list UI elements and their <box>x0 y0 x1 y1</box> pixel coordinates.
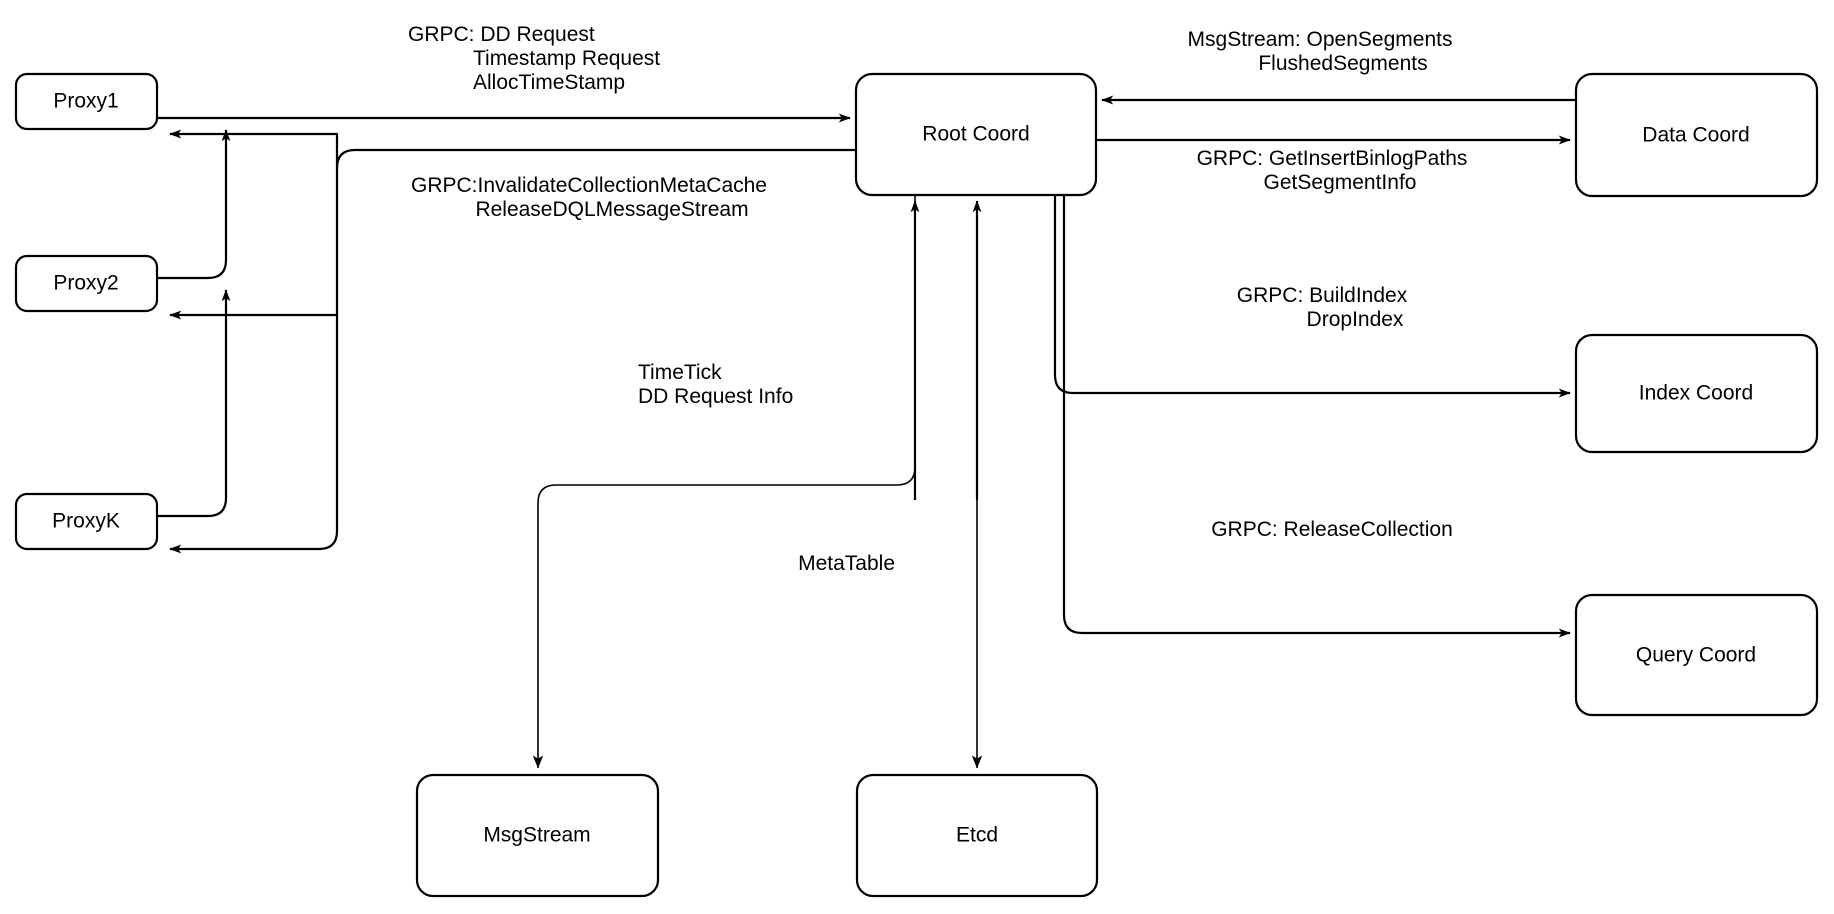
edge-label-datacoord-to-rootcoord: MsgStream: OpenSegments FlushedSegments <box>1188 28 1453 75</box>
node-proxy1[interactable]: Proxy1 <box>14 72 159 131</box>
node-data-coord-label: Data Coord <box>1642 124 1749 147</box>
node-proxyk[interactable]: ProxyK <box>14 492 159 551</box>
node-data-coord[interactable]: Data Coord <box>1574 72 1819 198</box>
node-proxy2-label: Proxy2 <box>53 272 118 295</box>
edge-label-rootcoord-to-proxies: GRPC:InvalidateCollectionMetaCache Relea… <box>411 174 767 221</box>
node-etcd-label: Etcd <box>956 824 998 847</box>
edge-label-rootcoord-to-indexcoord: GRPC: BuildIndex DropIndex <box>1237 284 1408 331</box>
edge-rootcoord-to-indexcoord <box>1053 195 1571 398</box>
edge-label-line-1: MsgStream: OpenSegments <box>1188 28 1453 51</box>
edge-label-line-2: Timestamp Request <box>473 47 660 70</box>
edge-rootcoord-to-etcd <box>910 200 983 769</box>
edge-label-line-1: MetaTable <box>798 552 895 575</box>
edge-proxies-riser <box>157 129 231 518</box>
node-msgstream[interactable]: MsgStream <box>415 773 660 898</box>
node-proxy1-label: Proxy1 <box>53 90 118 113</box>
edge-label-proxy-to-rootcoord: GRPC: DD Request Timestamp Request Alloc… <box>408 23 660 94</box>
node-index-coord-label: Index Coord <box>1639 382 1753 405</box>
node-query-coord-label: Query Coord <box>1636 644 1756 667</box>
edge-label-line-1: GRPC: GetInsertBinlogPaths <box>1197 147 1468 170</box>
edge-label-line-2: ReleaseDQLMessageStream <box>475 198 748 221</box>
edge-label-line-2: DropIndex <box>1307 308 1404 331</box>
node-proxy2[interactable]: Proxy2 <box>14 254 159 313</box>
node-root-coord-label: Root Coord <box>922 123 1029 146</box>
node-root-coord[interactable]: Root Coord <box>854 72 1098 197</box>
edge-label-line-2: FlushedSegments <box>1258 52 1427 75</box>
edge-rootcoord-to-msgstream <box>532 195 916 769</box>
edge-label-line-1: GRPC:InvalidateCollectionMetaCache <box>411 174 767 197</box>
edge-rootcoord-to-querycoord <box>1062 195 1571 638</box>
node-index-coord[interactable]: Index Coord <box>1574 333 1819 454</box>
edge-label-line-1: GRPC: DD Request <box>408 23 595 46</box>
edge-label-rootcoord-to-etcd: MetaTable <box>798 552 895 575</box>
edge-label-line-1: GRPC: BuildIndex <box>1237 284 1408 307</box>
node-proxyk-label: ProxyK <box>52 510 120 533</box>
node-query-coord[interactable]: Query Coord <box>1574 593 1819 717</box>
edge-label-rootcoord-to-datacoord: GRPC: GetInsertBinlogPaths GetSegmentInf… <box>1197 147 1468 194</box>
edge-label-line-1: GRPC: ReleaseCollection <box>1211 518 1453 541</box>
edge-label-line-1: TimeTick <box>638 361 722 384</box>
node-etcd[interactable]: Etcd <box>855 773 1099 898</box>
edge-label-line-2: DD Request Info <box>638 385 793 408</box>
node-msgstream-label: MsgStream <box>483 824 590 847</box>
edge-label-line-3: AllocTimeStamp <box>473 71 625 94</box>
edge-label-rootcoord-to-querycoord: GRPC: ReleaseCollection <box>1211 518 1453 541</box>
edge-label-line-2: GetSegmentInfo <box>1264 171 1417 194</box>
edge-label-rootcoord-to-msgstream: TimeTick DD Request Info <box>638 361 793 408</box>
